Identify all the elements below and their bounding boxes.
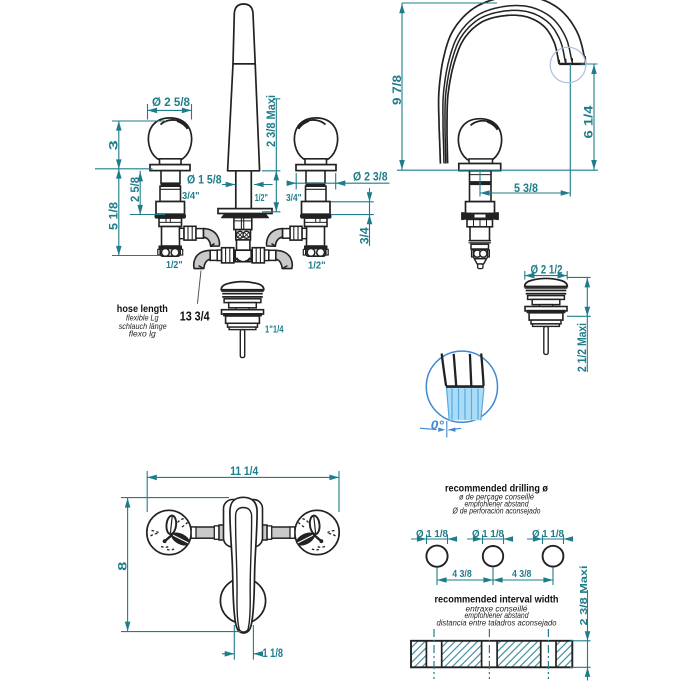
svg-text:entraxe conseillé: entraxe conseillé: [466, 604, 529, 613]
svg-text:empfohlener abstand: empfohlener abstand: [465, 499, 530, 508]
svg-text:4 3/8: 4 3/8: [512, 569, 532, 580]
svg-text:distancia entre taladros acons: distancia entre taladros aconsejado: [437, 618, 558, 627]
svg-text:recommended drilling ø: recommended drilling ø: [445, 483, 548, 494]
svg-text:Ø 2 3/8: Ø 2 3/8: [353, 172, 388, 184]
svg-text:13 3/4: 13 3/4: [180, 309, 211, 324]
svg-text:1/2": 1/2": [255, 192, 268, 204]
svg-text:ø de perçage conseillé: ø de perçage conseillé: [459, 493, 535, 502]
svg-text:8: 8: [118, 561, 130, 571]
svg-text:2 1/2 Maxi: 2 1/2 Maxi: [577, 323, 589, 372]
svg-text:Ø 1 1/8: Ø 1 1/8: [416, 528, 448, 540]
svg-text:2 3/8 Maxi: 2 3/8 Maxi: [578, 565, 590, 625]
svg-text:3: 3: [109, 140, 121, 150]
svg-text:Ø de perforación aconsejado: Ø de perforación aconsejado: [452, 507, 541, 516]
svg-text:3/4": 3/4": [286, 192, 302, 204]
svg-text:5 3/8: 5 3/8: [514, 183, 539, 195]
svg-text:2 5/8: 2 5/8: [130, 176, 142, 202]
svg-text:1/2": 1/2": [166, 259, 183, 271]
svg-text:flexo lg: flexo lg: [129, 329, 156, 339]
svg-text:Ø 2 5/8: Ø 2 5/8: [152, 97, 191, 109]
svg-text:Ø 1 1/8: Ø 1 1/8: [532, 528, 564, 540]
svg-text:3/4": 3/4": [182, 190, 200, 202]
svg-text:1/2": 1/2": [308, 260, 326, 272]
svg-text:hose length: hose length: [117, 303, 168, 315]
svg-text:schlauch länge: schlauch länge: [119, 321, 167, 331]
svg-text:5 1/8: 5 1/8: [109, 201, 121, 230]
svg-text:4 3/8: 4 3/8: [452, 569, 472, 580]
svg-text:2 3/8 Maxi: 2 3/8 Maxi: [266, 95, 278, 147]
svg-text:flexible Lg: flexible Lg: [126, 312, 159, 322]
svg-text:11 1/4: 11 1/4: [230, 466, 259, 478]
svg-text:3/4: 3/4: [359, 227, 371, 245]
svg-text:1 1/8: 1 1/8: [263, 648, 284, 660]
svg-text:9 7/8: 9 7/8: [392, 74, 404, 105]
svg-text:1"1/4: 1"1/4: [265, 324, 284, 335]
svg-text:6 1/4: 6 1/4: [584, 105, 596, 139]
svg-text:recommended interval width: recommended interval width: [435, 594, 559, 605]
svg-text:Ø 1 5/8: Ø 1 5/8: [187, 174, 222, 186]
svg-text:Ø 2 1/2: Ø 2 1/2: [531, 264, 563, 276]
svg-text:Ø 1 1/8: Ø 1 1/8: [472, 528, 504, 540]
svg-text:empfohlener abstand: empfohlener abstand: [465, 611, 530, 620]
